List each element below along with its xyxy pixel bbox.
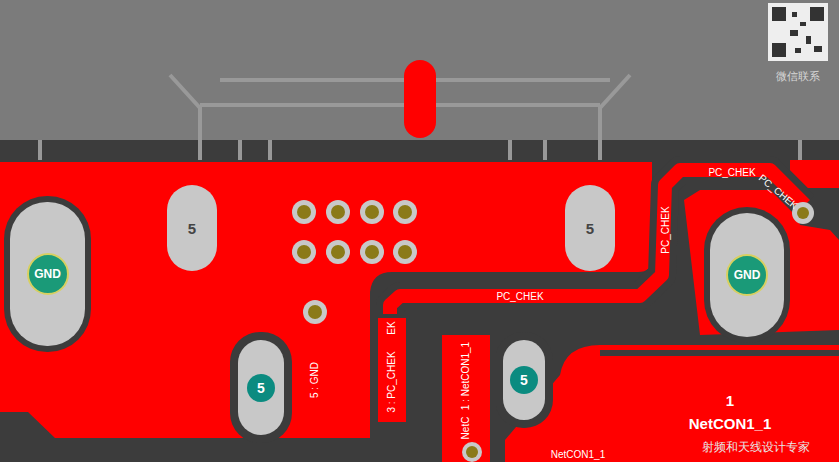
net-name: EK <box>387 321 397 334</box>
net-name: NetCON1_1 <box>551 450 605 460</box>
via-pad: 5 <box>238 340 284 435</box>
pin-name: 5 : GND <box>310 362 320 398</box>
pad-number: 5 <box>565 185 615 271</box>
pad-label: 5 <box>510 366 538 394</box>
net-pad: 1NetCON1_1 <box>660 372 800 452</box>
net-name: PC_CHEK <box>708 168 755 178</box>
pad-label: 5 <box>586 220 594 237</box>
pad-label: GND <box>726 254 768 296</box>
pad-label: 5 <box>188 220 196 237</box>
pad-label: 1 <box>726 392 734 409</box>
pin-name: 1 : NetCON1_1 <box>461 342 471 410</box>
watermark: 微信联系 <box>776 71 820 82</box>
pin-name: 3 : PC_CHEK <box>387 351 397 412</box>
net-name: PC_CHEK <box>757 173 800 211</box>
gnd-pad: GND <box>710 213 784 337</box>
net-name: PC_CHEK <box>661 206 671 253</box>
pad-number: 5 <box>167 185 217 271</box>
gnd-pad: GND <box>10 202 85 346</box>
pad-label: GND <box>27 253 69 295</box>
via-pad: 5 <box>503 340 545 420</box>
pad-label: 5 <box>247 374 275 402</box>
watermark: 射频和天线设计专家 <box>702 441 810 453</box>
pad-label: NetCON1_1 <box>689 415 772 432</box>
pin-name: NetC <box>461 417 471 440</box>
net-name: PC_CHEK <box>496 292 543 302</box>
